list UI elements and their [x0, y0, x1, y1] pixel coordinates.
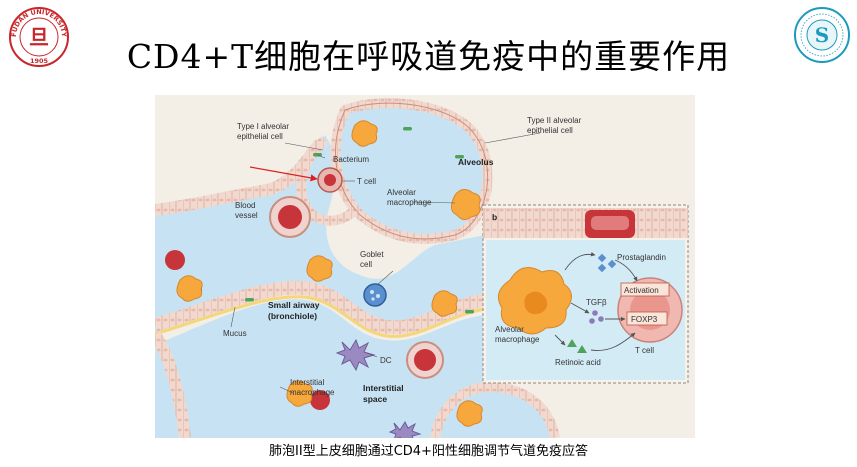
- label-small-airway-line2: (bronchiole): [268, 311, 317, 321]
- airway-lumen: [155, 299, 485, 438]
- dendritic-cells: [335, 338, 422, 438]
- label-bacterium: Bacterium: [333, 155, 369, 164]
- label-interstitial-macrophage-line1: Interstitial: [290, 378, 324, 387]
- macrophages: [176, 120, 483, 427]
- inset-label-retinoic: Retinoic acid: [555, 358, 601, 367]
- label-blood-vessel-line1: Blood: [235, 201, 255, 210]
- inset-label-foxp3: FOXP3: [631, 315, 658, 324]
- mucus-layer: [155, 295, 486, 338]
- label-alv-macrophage-line1: Alveolar: [387, 188, 416, 197]
- goblet-cell: [363, 283, 387, 307]
- airway-epithelium: [155, 280, 487, 335]
- fudan-university-logo-icon: FUDAN UNIVERSITY 旦 1905: [9, 7, 69, 67]
- label-interstitial-macrophage-line2: macrophage: [290, 388, 335, 397]
- label-interstitial-space-line2: space: [363, 394, 387, 404]
- label-small-airway-line1: Small airway: [268, 300, 320, 310]
- label-blood-vessel-line2: vessel: [235, 211, 258, 220]
- label-interstitial-space-line1: Interstitial: [363, 383, 404, 393]
- label-tcell: T cell: [357, 177, 376, 186]
- label-type2-line1: Type II alveolar: [527, 116, 582, 125]
- label-alveolus: Alveolus: [458, 157, 494, 167]
- label-alv-macrophage-line2: macrophage: [387, 198, 432, 207]
- label-goblet-line2: cell: [360, 260, 372, 269]
- inset-label-tcell: T cell: [635, 346, 654, 355]
- inset-label-prostaglandin: Prostaglandin: [617, 253, 666, 262]
- inset-panel-b: b: [482, 204, 689, 384]
- inset-label-tgfb: TGFβ: [586, 298, 607, 307]
- red-pointer-arrow: [249, 166, 318, 182]
- label-goblet-line1: Goblet: [360, 250, 384, 259]
- seal-glyph: S: [815, 23, 829, 47]
- inset-label-macrophage-line2: macrophage: [495, 335, 540, 344]
- label-type2-line2: epithelial cell: [527, 126, 573, 135]
- figure-caption: 肺泡II型上皮细胞通过CD4+阳性细胞调节气道免疫应答: [269, 444, 588, 459]
- slide-title: CD4+T细胞在呼吸道免疫中的重要作用: [126, 37, 731, 76]
- label-type1-line1: Type I alveolar: [237, 122, 289, 131]
- label-type1-line2: epithelial cell: [237, 132, 283, 141]
- figure-illustration: Type I alveolar epithelial cell Type II …: [155, 95, 695, 438]
- lung-immunology-figure: Type I alveolar epithelial cell Type II …: [155, 95, 695, 438]
- inset-label-macrophage-line1: Alveolar: [495, 325, 524, 334]
- hospital-seal-icon: S: [794, 7, 850, 63]
- inset-label-activation: Activation: [624, 286, 659, 295]
- logo-year: 1905: [30, 57, 49, 65]
- inset-panel-letter: b: [492, 212, 497, 222]
- logo-glyph: 旦: [29, 25, 49, 49]
- label-mucus: Mucus: [223, 329, 247, 338]
- label-dc: DC: [380, 356, 392, 365]
